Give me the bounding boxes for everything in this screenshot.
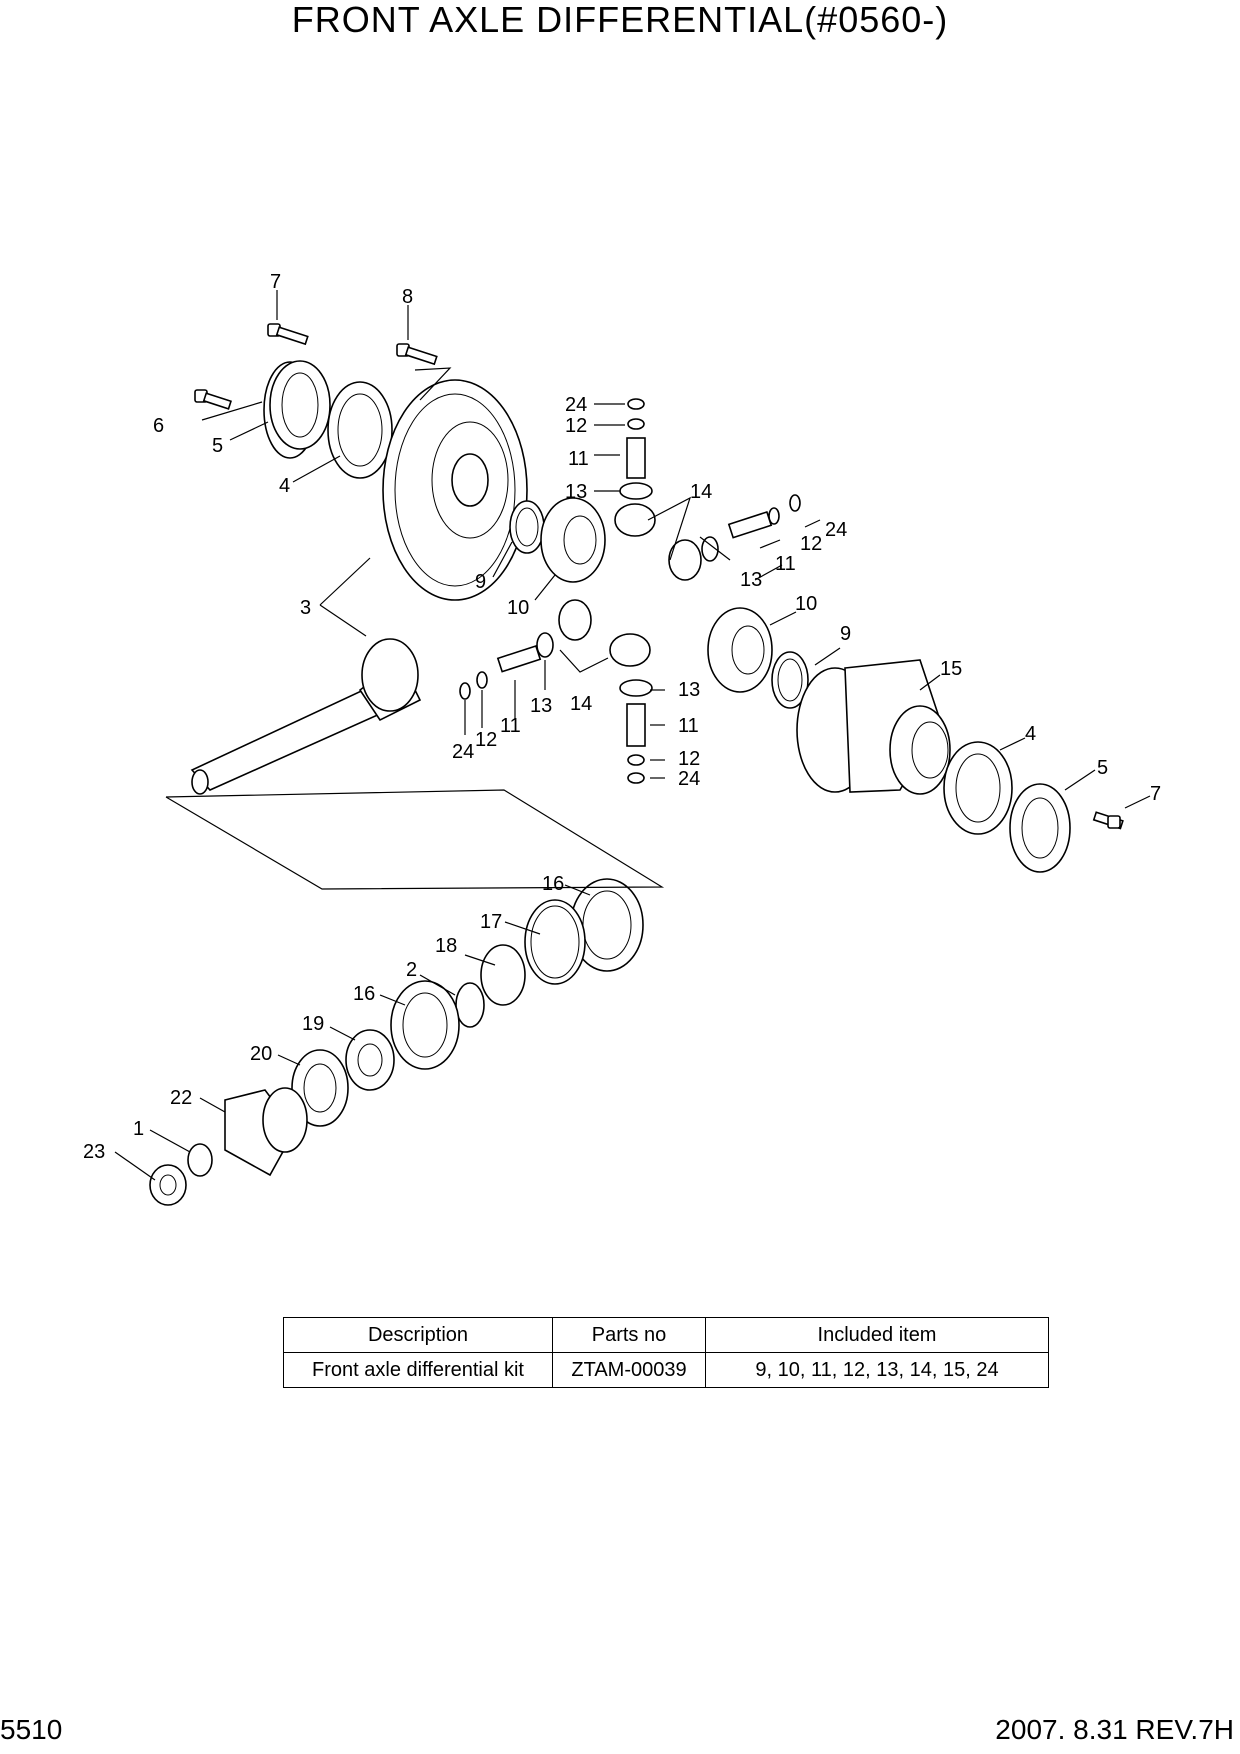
pinion-shaft-3 [190,638,422,795]
nut-5-top [263,360,331,459]
callout-24-b: 24 [825,519,847,541]
nut-19 [345,1029,395,1091]
callout-12-c: 12 [475,729,497,751]
callout-2: 2 [406,959,417,981]
callout-1: 1 [133,1118,144,1140]
callout-20: 20 [250,1043,272,1065]
callout-11-d: 11 [678,715,699,737]
kit-header-parts-no: Parts no [552,1317,706,1353]
thrust-washer-9-left [509,500,545,554]
callout-8: 8 [402,286,413,308]
bolt-7-top [267,323,309,346]
nut-23 [149,1164,187,1206]
bolt-6 [194,389,232,410]
callout-22: 22 [170,1087,192,1109]
bearing-16-top [570,878,644,972]
page-number: 5510 [0,1714,63,1745]
kit-header-description: Description [283,1317,553,1353]
callout-9-left: 9 [475,571,486,593]
kit-included-items: 9, 10, 11, 12, 13, 14, 15, 24 [705,1352,1049,1388]
callout-16-top: 16 [542,873,564,895]
callout-4-right: 4 [1025,723,1036,745]
callout-3: 3 [300,597,311,619]
callout-14-a: 14 [690,481,712,503]
callout-6: 6 [153,415,164,437]
callout-11-c: 11 [500,715,521,737]
kit-header-included-item: Included item [705,1317,1049,1353]
leader-lines [114,290,1151,1181]
kit-table: Description Parts no Included item Front… [283,1317,1049,1388]
spacer-18 [480,944,526,1006]
callout-18: 18 [435,935,457,957]
callout-17: 17 [480,911,502,933]
callout-12-d: 12 [678,748,700,770]
callout-9-right: 9 [840,623,851,645]
table-row: Front axle differential kit ZTAM-00039 9… [283,1352,1049,1388]
callout-10-right: 10 [795,593,817,615]
page-title: FRONT AXLE DIFFERENTIAL(#0560-) [291,0,949,40]
callout-13-c: 13 [678,679,700,701]
spider-pins-11 [496,437,773,747]
callout-23: 23 [83,1141,105,1163]
callout-13-b: 13 [740,569,762,591]
callout-12-b: 12 [800,533,822,555]
callout-12-a: 12 [565,415,587,437]
callout-24-a: 24 [565,394,587,416]
callout-5-right: 5 [1097,757,1108,779]
ring-gear-3 [382,379,528,601]
bearing-4-top [327,381,393,479]
callout-5-top: 5 [212,435,223,457]
callout-10-left: 10 [507,597,529,619]
oring-1 [187,1143,213,1177]
thrust-washer-9-right [771,651,809,709]
pinion-gear-14-top [558,503,702,667]
kit-table-header-row: Description Parts no Included item [283,1317,1049,1353]
washers-13-12-24 [459,398,801,784]
side-gear-10-left [540,497,606,583]
bearing-4-right [943,741,1013,835]
nut-5-right [1009,783,1071,873]
callout-19: 19 [302,1013,324,1035]
callout-11-b: 11 [775,553,796,575]
callout-14-b: 14 [570,693,592,715]
callout-24-c: 24 [452,741,474,763]
bolt-8 [396,343,438,366]
callout-16-bottom: 16 [353,983,375,1005]
callout-labels: 7 8 6 5 4 3 24 12 11 13 14 24 12 11 13 9… [83,271,1161,1163]
shim-17 [524,899,586,985]
callout-13-a: 13 [565,481,587,503]
callout-7-right: 7 [1150,783,1161,805]
callout-4-top: 4 [279,475,290,497]
oring-2 [455,982,485,1028]
yoke-22 [224,1087,308,1177]
side-gear-10-right [707,607,773,693]
bolt-7-right [1092,811,1124,830]
callout-24-d: 24 [678,768,700,790]
callout-7-top: 7 [270,271,281,293]
callout-11-a: 11 [568,448,589,470]
differential-case-15 [796,659,951,795]
kit-parts-no: ZTAM-00039 [552,1352,706,1388]
bearing-16-bottom [390,980,460,1070]
revision-label: 2007. 8.31 REV.7H [995,1714,1234,1745]
callout-15: 15 [940,658,962,680]
kit-description: Front axle differential kit [283,1352,553,1388]
callout-13-d: 13 [530,695,552,717]
